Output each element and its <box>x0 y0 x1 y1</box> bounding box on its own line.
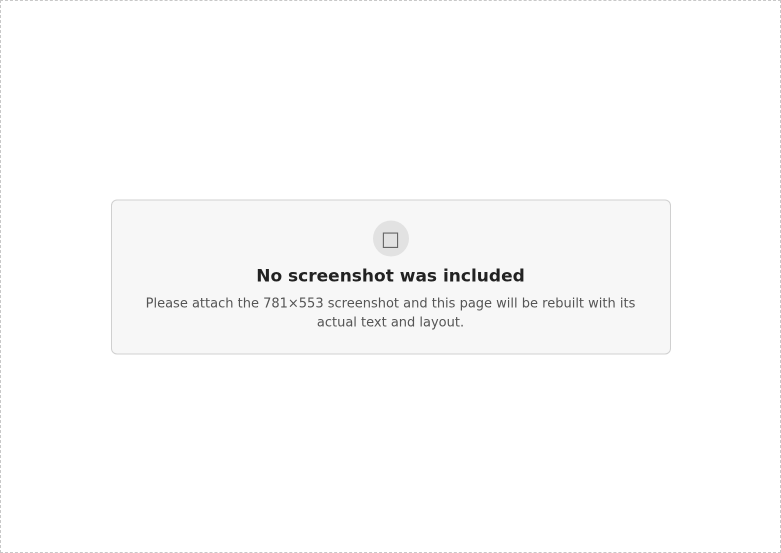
notice-body: Please attach the 781×553 screenshot and… <box>145 296 636 331</box>
notice-title: No screenshot was included <box>256 266 525 286</box>
missing-image-notice: □ No screenshot was included Please atta… <box>110 199 671 354</box>
image-icon: □ <box>372 220 409 256</box>
